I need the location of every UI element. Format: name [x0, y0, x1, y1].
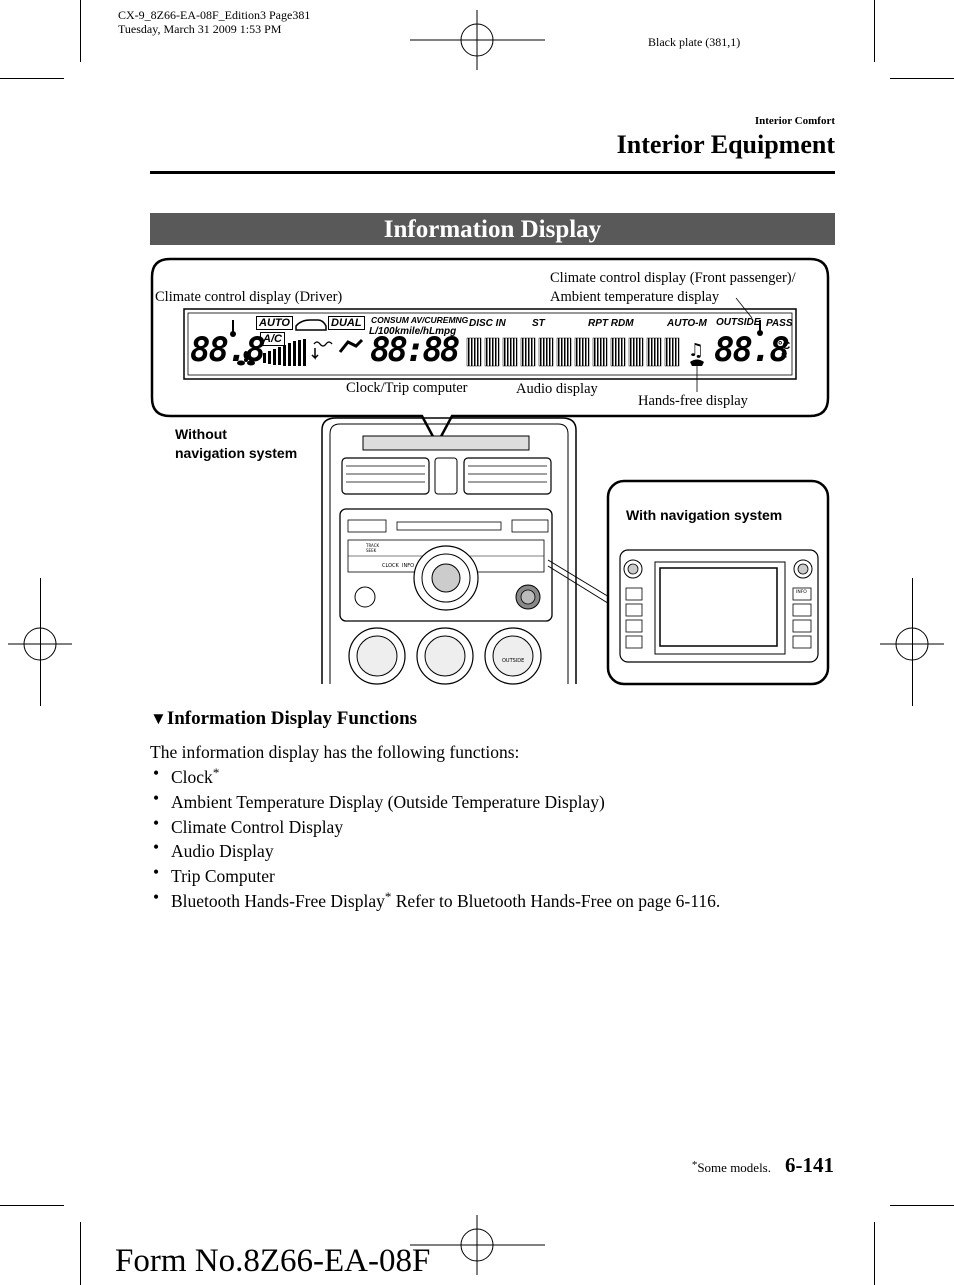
label-without-navigation-line1: Without	[175, 426, 227, 442]
footnote-star: *	[691, 1159, 698, 1171]
functions-list: •Clock* •Ambient Temperature Display (Ou…	[150, 763, 840, 912]
panel-track-seek: TRACK SEEK	[366, 543, 380, 553]
nav-info-button: INFO	[796, 590, 807, 595]
panel-clock-button: CLOCK	[382, 563, 399, 569]
page-number: 6-141	[785, 1153, 834, 1177]
registration-target-bottom	[410, 1215, 545, 1275]
section-title: Interior Equipment	[616, 130, 835, 159]
lcd-units: L/100kmile/hLmpg	[369, 326, 457, 337]
bullet-dot: •	[153, 837, 160, 858]
list-item: • Audio Display	[150, 837, 840, 862]
section-kicker: Interior Comfort	[754, 115, 835, 127]
label-handsfree-display: Hands-free display	[638, 393, 748, 409]
lcd-auto: AUTO	[256, 316, 293, 330]
form-number: Form No.8Z66-EA-08F	[115, 1243, 431, 1279]
list-item-text: Trip Computer	[171, 866, 275, 887]
subheading-text: Information Display Functions	[166, 708, 418, 729]
label-without-navigation: Without navigation system	[175, 425, 297, 463]
label-without-navigation-line2: navigation system	[175, 445, 298, 461]
lcd-deg-f: F	[781, 352, 788, 363]
subheading-marker: ▼	[150, 709, 167, 728]
list-item: • Trip Computer	[150, 862, 840, 887]
list-item-text: Audio Display	[171, 841, 274, 862]
list-item: • Clock*	[150, 763, 840, 788]
lcd-deg-c: °C	[778, 340, 791, 352]
label-passenger-climate-1: Climate control display (Front passenger…	[550, 270, 796, 286]
some-models-star: *	[384, 888, 392, 904]
lcd-dual: DUAL	[328, 316, 365, 330]
lcd-temp-right: 88.8	[714, 330, 790, 370]
intro-paragraph: The information display has the followin…	[150, 742, 520, 762]
list-item: • Bluetooth Hands-Free Display* Refer to …	[150, 887, 840, 912]
bullet-dot: •	[153, 812, 160, 833]
registration-target-left	[8, 627, 72, 661]
information-display-figure: ♫	[150, 257, 830, 686]
print-slug-line1: CX-9_8Z66-EA-08F_Edition3 Page381	[118, 8, 311, 22]
some-models-star: *	[212, 765, 220, 780]
page-banner: Information Display	[150, 213, 835, 245]
print-slug-line2: Tuesday, March 31 2009 1:53 PM	[118, 22, 282, 36]
registration-target-top	[410, 10, 545, 70]
figure-drawing: ♫	[150, 257, 830, 686]
bullet-dot: •	[153, 787, 160, 808]
list-item-text: Bluetooth Hands-Free Display	[171, 890, 385, 911]
subheading: ▼Information Display Functions	[150, 708, 417, 730]
lcd-rpt-rdm: RPT RDM	[588, 318, 634, 329]
label-driver-climate: Climate control display (Driver)	[155, 289, 343, 305]
label-audio-display: Audio display	[516, 381, 598, 397]
label-clock-trip: Clock/Trip computer	[346, 380, 468, 396]
list-item-extra: Refer to Bluetooth Hands-Free on page 6-…	[391, 890, 721, 911]
list-item: • Ambient Temperature Display (Outside Te…	[150, 788, 840, 813]
list-item-text: Clock	[171, 767, 213, 787]
bullet-dot: •	[153, 862, 160, 883]
list-item: • Climate Control Display	[150, 813, 840, 838]
label-passenger-climate-2: Ambient temperature display	[550, 289, 720, 305]
registration-target-right	[880, 627, 944, 661]
lcd-disc-in: DISC IN	[469, 318, 506, 329]
lcd-ac: A/C	[260, 332, 285, 346]
lcd-pass: PASS	[766, 318, 793, 329]
lcd-temp-left: 88.8	[190, 330, 266, 370]
page-footer: *Some models. 6-141	[692, 1153, 834, 1178]
bullet-dot: •	[153, 763, 160, 783]
lcd-outside: OUTSIDE	[716, 317, 761, 328]
plate-label: Black plate (381,1)	[648, 35, 741, 49]
panel-info-button: INFO	[402, 563, 415, 569]
lcd-clock: 88:88	[370, 330, 460, 370]
print-slug: CX-9_8Z66-EA-08F_Edition3 Page381 Tuesda…	[118, 8, 310, 36]
section-rule	[150, 171, 835, 174]
list-item-text: Ambient Temperature Display (Outside Tem…	[171, 791, 605, 812]
footnote-text: Some models.	[697, 1160, 771, 1175]
svg-text:♫: ♫	[688, 340, 704, 361]
list-item-text: Climate Control Display	[171, 816, 344, 837]
label-with-navigation: With navigation system	[626, 507, 783, 523]
bullet-dot: •	[153, 886, 160, 907]
panel-outside-button: OUTSIDE	[502, 658, 525, 664]
lcd-st: ST	[532, 318, 545, 329]
lcd-auto-m: AUTO-M	[667, 318, 707, 329]
lcd-consum: CONSUM AV/CUREMNG	[371, 315, 469, 325]
